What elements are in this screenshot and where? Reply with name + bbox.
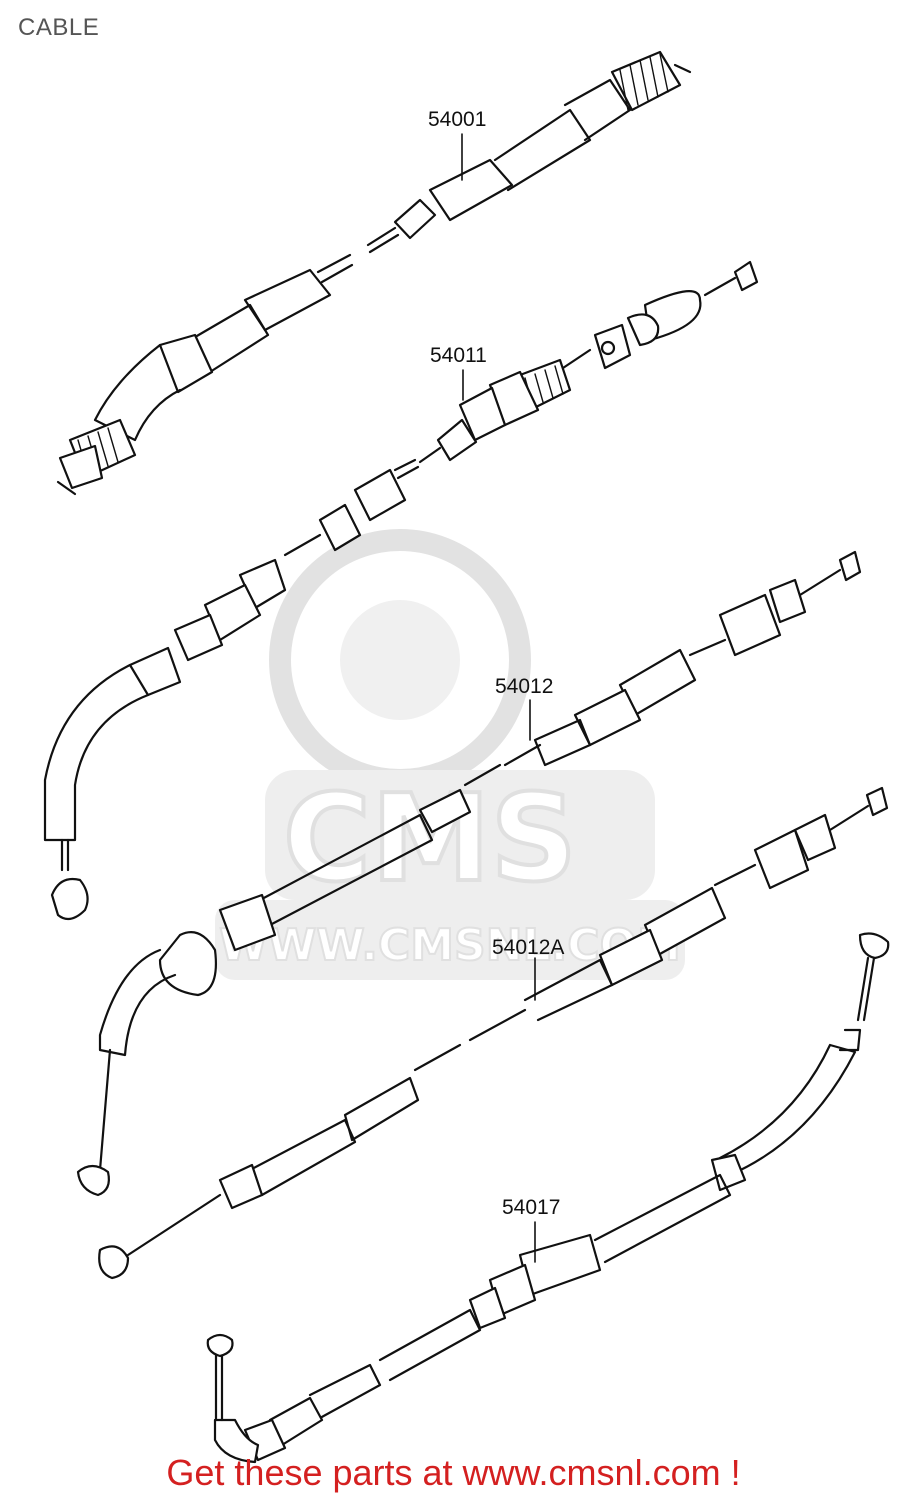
cable-54011 bbox=[43, 260, 759, 921]
footer-link[interactable]: Get these parts at www.cmsnl.com ! bbox=[166, 1452, 741, 1493]
cable-54012a bbox=[98, 786, 889, 1280]
part-label-54017: 54017 bbox=[502, 1196, 561, 1219]
leader-lines bbox=[461, 133, 536, 1263]
cable-54017 bbox=[206, 932, 890, 1464]
part-label-54012a: 54012A bbox=[492, 936, 565, 959]
page-title: CABLE bbox=[18, 14, 100, 41]
part-label-54001: 54001 bbox=[428, 108, 487, 131]
part-label-54011: 54011 bbox=[430, 344, 487, 367]
cable-54001 bbox=[56, 50, 692, 496]
watermark-brand: CMS bbox=[283, 770, 577, 909]
cms-watermark: CMS WWW.CMSNL.COM bbox=[215, 529, 685, 980]
cable-54012 bbox=[76, 550, 862, 1197]
part-label-54012: 54012 bbox=[495, 675, 554, 698]
